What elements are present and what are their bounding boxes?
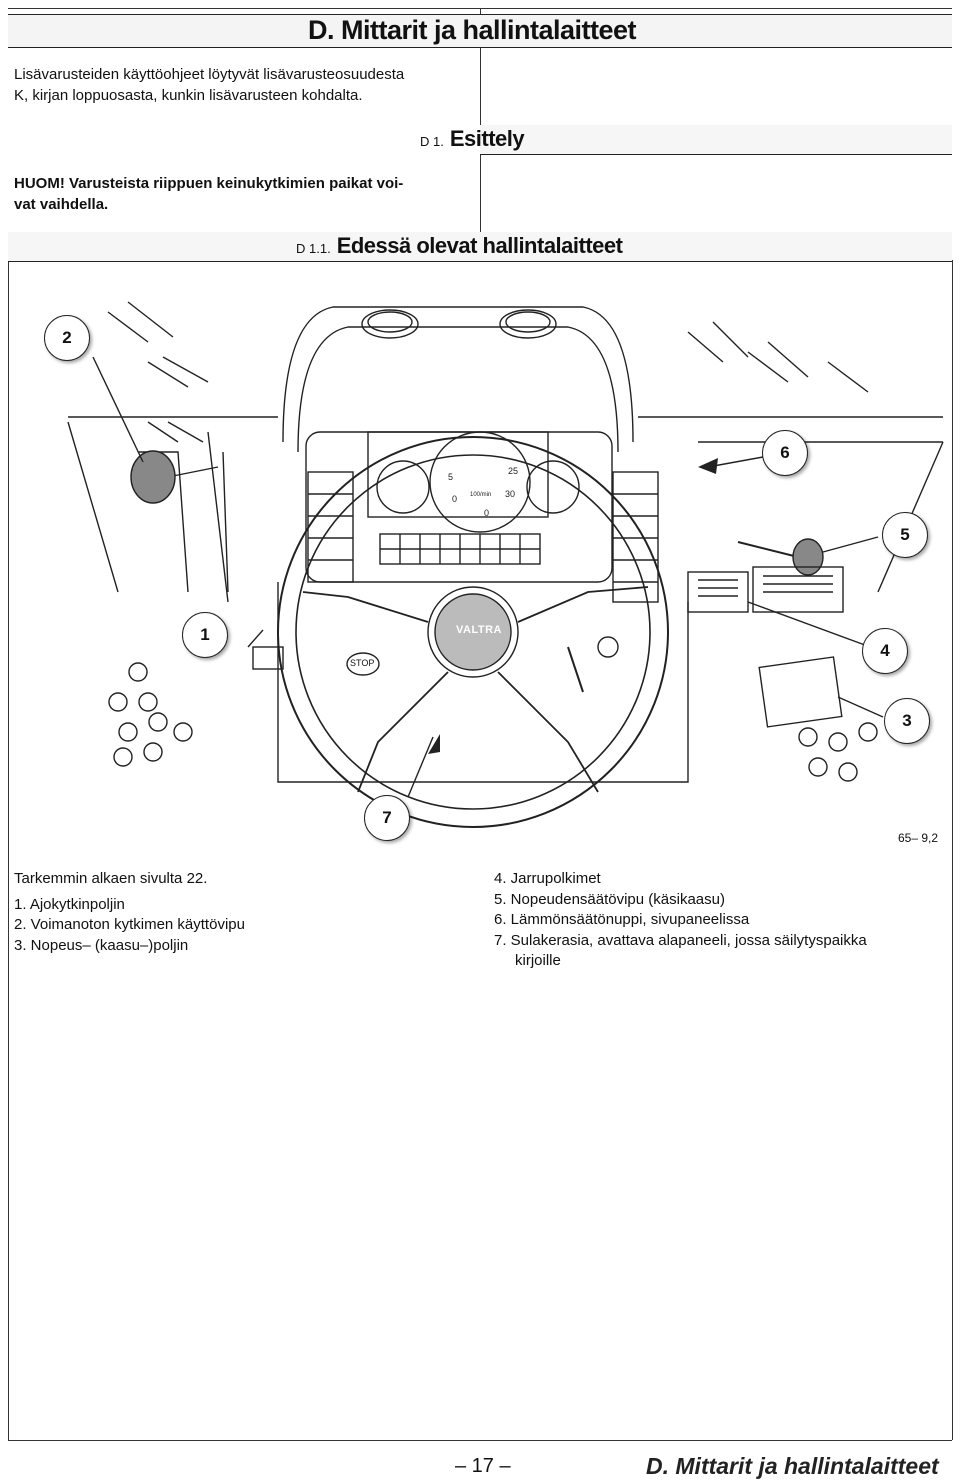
bottom-rule <box>8 1440 952 1441</box>
legend-item-4: 4. Jarrupolkimet <box>494 870 601 887</box>
note-text: HUOM! Varusteista riippuen keinukytkimie… <box>14 173 474 215</box>
callout-4: 4 <box>862 628 908 674</box>
dashboard-illustration: 5 25 30 0 100/min 0 <box>67 301 944 828</box>
gauge-label-25: 25 <box>508 466 518 476</box>
gauge-label-rpm: 100/min <box>470 492 491 498</box>
callout-1: 1 <box>182 612 228 658</box>
intro-line-2: K, kirjan loppuosasta, kunkin lisävarust… <box>14 87 363 104</box>
footer-chapter-title: D. Mittarit ja hallintalaitteet <box>646 1453 939 1479</box>
page-number: – 17 – <box>455 1455 511 1477</box>
section-d11-title: Edessä olevat hallintalaitteet <box>336 233 623 258</box>
gauge-label-0-b: 0 <box>484 508 489 518</box>
figure-code: 65– 9,2 <box>898 831 939 845</box>
chapter-title: D. Mittarit ja hallintalaitteet <box>308 15 637 45</box>
legend-item-2: 2. Voimanoton kytkimen käyttövipu <box>14 916 245 933</box>
intro-line-1: Lisävarusteiden käyttöohjeet löytyvät li… <box>14 66 405 83</box>
legend-item-7: 7. Sulakerasia, avattava alapaneeli, jos… <box>494 931 867 949</box>
callout-5: 5 <box>882 512 928 558</box>
section-d1-title: Esittely <box>449 126 525 151</box>
legend-item-7-cont: kirjoille <box>515 952 561 969</box>
section-d11-heading: D 1.1. Edessä olevat hallintalaitteet <box>296 233 623 259</box>
legend-item-1: 1. Ajokytkinpoljin <box>14 895 125 913</box>
valtra-logo: VALTRA <box>456 624 502 636</box>
section-d11-bar <box>8 232 952 262</box>
callout-7: 7 <box>364 795 410 841</box>
callout-6: 6 <box>762 430 808 476</box>
gauge-label-0: 0 <box>452 494 457 504</box>
section-d1-number: D 1. <box>420 134 444 149</box>
note-line-1: HUOM! Varusteista riippuen keinukytkimie… <box>14 175 404 192</box>
legend-right: 4. Jarrupolkimet 5. Nopeudensäätövipu (k… <box>494 869 944 972</box>
section-d11-number: D 1.1. <box>296 241 331 256</box>
section-d1-bar <box>480 125 952 155</box>
left-frame <box>8 260 9 1440</box>
legend-item-3: 3. Nopeus– (kaasu–)poljin <box>14 936 189 954</box>
callout-2: 2 <box>44 315 90 361</box>
legend-left: Tarkemmin alkaen sivulta 22. 1. Ajokytki… <box>14 869 474 956</box>
gauge-label-30: 30 <box>505 489 515 499</box>
section-d1-heading: D 1. Esittely <box>420 126 525 152</box>
callout-3: 3 <box>884 698 930 744</box>
note-line-2: vat vaihdella. <box>14 196 109 213</box>
legend-item-5: 5. Nopeudensäätövipu (käsikaasu) <box>494 890 725 908</box>
stop-button-label: STOP <box>350 658 375 668</box>
intro-text: Lisävarusteiden käyttöohjeet löytyvät li… <box>14 64 474 106</box>
chapter-header-bar: D. Mittarit ja hallintalaitteet <box>8 14 952 48</box>
gauge-label-5: 5 <box>448 472 453 482</box>
legend-intro: Tarkemmin alkaen sivulta 22. <box>14 870 208 887</box>
right-frame <box>952 260 953 1440</box>
legend-item-6: 6. Lämmönsäätönuppi, sivupaneelissa <box>494 911 750 928</box>
